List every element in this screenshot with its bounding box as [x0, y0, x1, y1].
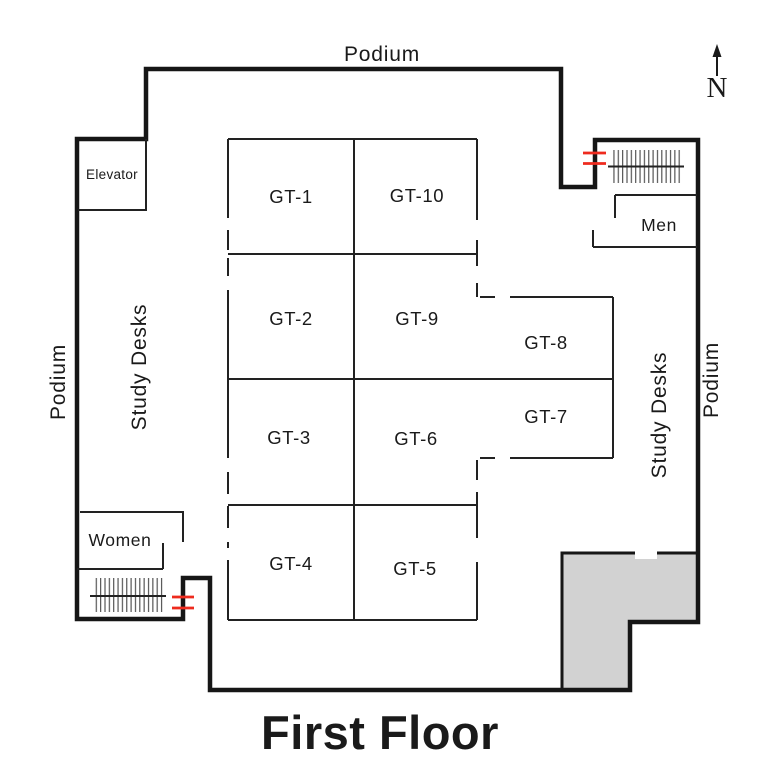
elevator-label: Elevator — [86, 167, 138, 182]
room-gt5-label: GT-5 — [393, 558, 437, 579]
room-gt8-label: GT-8 — [524, 332, 568, 353]
outer-wall — [74, 66, 701, 693]
service-area-outline — [560, 551, 697, 690]
men-room-walls — [592, 194, 697, 248]
door-markers — [172, 151, 606, 610]
stairs-bottom-left — [90, 578, 166, 612]
podium-right-label: Podium — [700, 342, 723, 418]
north-arrow-head-icon — [712, 44, 722, 57]
men-label: Men — [641, 215, 677, 235]
grid-solid-walls — [228, 138, 613, 621]
women-room-walls — [77, 511, 184, 570]
interior-walls — [77, 138, 697, 621]
study-desks-left-label: Study Desks — [128, 304, 151, 431]
room-gt1-label: GT-1 — [269, 186, 313, 207]
room-gt6-label: GT-6 — [394, 428, 438, 449]
study-desks-right-label: Study Desks — [648, 352, 671, 479]
women-label: Women — [89, 530, 152, 550]
north-label: N — [707, 72, 728, 104]
room-gt9-label: GT-9 — [395, 308, 439, 329]
stairs-top-right — [608, 150, 684, 183]
north-compass: N — [707, 44, 728, 104]
room-gt2-label: GT-2 — [269, 308, 313, 329]
page-title: First Floor — [261, 706, 499, 759]
elevator-walls — [78, 139, 147, 211]
door-marker-top-right — [583, 151, 606, 165]
room-gt10-label: GT-10 — [390, 185, 444, 206]
podium-left-label: Podium — [47, 344, 70, 420]
annex-walls — [480, 296, 614, 459]
room-gt3-label: GT-3 — [267, 427, 311, 448]
podium-top-label: Podium — [344, 43, 420, 66]
door-marker-bottom-left — [172, 595, 194, 610]
service-area-door-gap — [635, 548, 657, 559]
room-gt7-label: GT-7 — [524, 406, 568, 427]
room-gt4-label: GT-4 — [269, 553, 313, 574]
